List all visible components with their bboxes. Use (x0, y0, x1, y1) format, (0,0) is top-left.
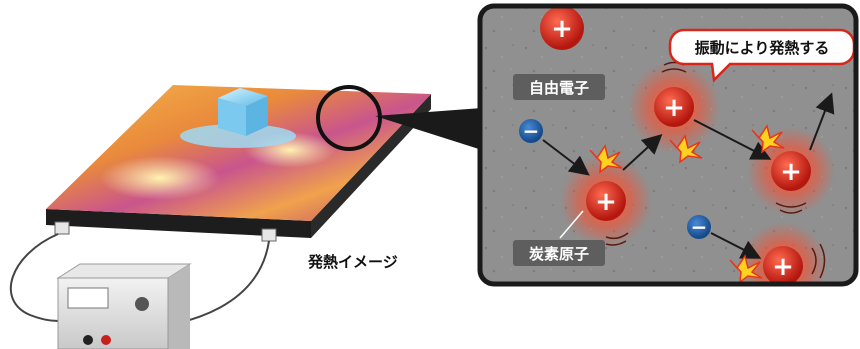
electron-path-arrow (693, 119, 772, 160)
plus-sign: + (772, 252, 794, 282)
plus-sign: + (663, 93, 685, 123)
zoom-panel-border (477, 3, 859, 287)
melt-puddle (180, 124, 296, 148)
callout-vibration: 振動により発熱する (668, 28, 856, 83)
plus-sign: + (551, 14, 573, 44)
vibration-lines (775, 202, 807, 214)
label-leader (559, 210, 584, 239)
free-electron: − (687, 215, 711, 239)
psu-knob (135, 297, 149, 311)
electron-path-arrow (622, 133, 663, 171)
callout-vibration-text: 振動により発熱する (695, 39, 830, 57)
label-carbon-atom: 炭素原子 (513, 240, 605, 266)
magnifier-connector (375, 108, 482, 150)
label-free-electron-text: 自由電子 (529, 79, 589, 97)
carbon-atom: + (747, 127, 835, 215)
label-free-electron: 自由電子 (513, 74, 605, 100)
minus-sign: − (691, 215, 708, 239)
electron-path-arrow (809, 92, 835, 151)
collision-spark (669, 134, 703, 164)
collision-spark (751, 124, 785, 154)
heater-side-left (46, 209, 311, 238)
minus-sign: − (523, 119, 540, 143)
heater-side-right (311, 94, 431, 238)
psu-display (67, 287, 109, 309)
plus-sign: + (595, 187, 617, 217)
psu-jack-black (83, 335, 93, 345)
carbon-atom: + (628, 61, 720, 153)
magnifier-ring (316, 85, 382, 151)
electron-path-arrow (710, 232, 762, 259)
collision-spark (589, 144, 623, 174)
vibration-lines (811, 243, 826, 279)
psu-top (56, 263, 192, 279)
terminal-right (261, 228, 277, 242)
collision-spark (729, 254, 763, 284)
free-electron: − (519, 119, 543, 143)
ice-face-left (218, 98, 246, 136)
electron-path-arrow (542, 139, 590, 176)
carbon-atom: + (560, 155, 652, 247)
caption-heating-image: 発熱イメージ (307, 253, 398, 271)
ice-face-top (218, 88, 268, 106)
ice-face-right (246, 96, 268, 136)
carbon-atom: + (540, 6, 584, 50)
magnifier (316, 85, 482, 151)
terminal-left (54, 221, 70, 235)
ice-cube (180, 88, 296, 148)
heater-panel (46, 85, 431, 238)
psu-side (168, 264, 190, 349)
plus-sign: + (780, 157, 802, 187)
heater-hotspot (100, 156, 220, 200)
zoom-panel: + + + + + (477, 3, 859, 287)
label-carbon-atom-text: 炭素原子 (529, 245, 589, 263)
psu-jack-red (101, 335, 111, 345)
vibration-lines (605, 232, 629, 246)
power-supply (56, 263, 192, 349)
